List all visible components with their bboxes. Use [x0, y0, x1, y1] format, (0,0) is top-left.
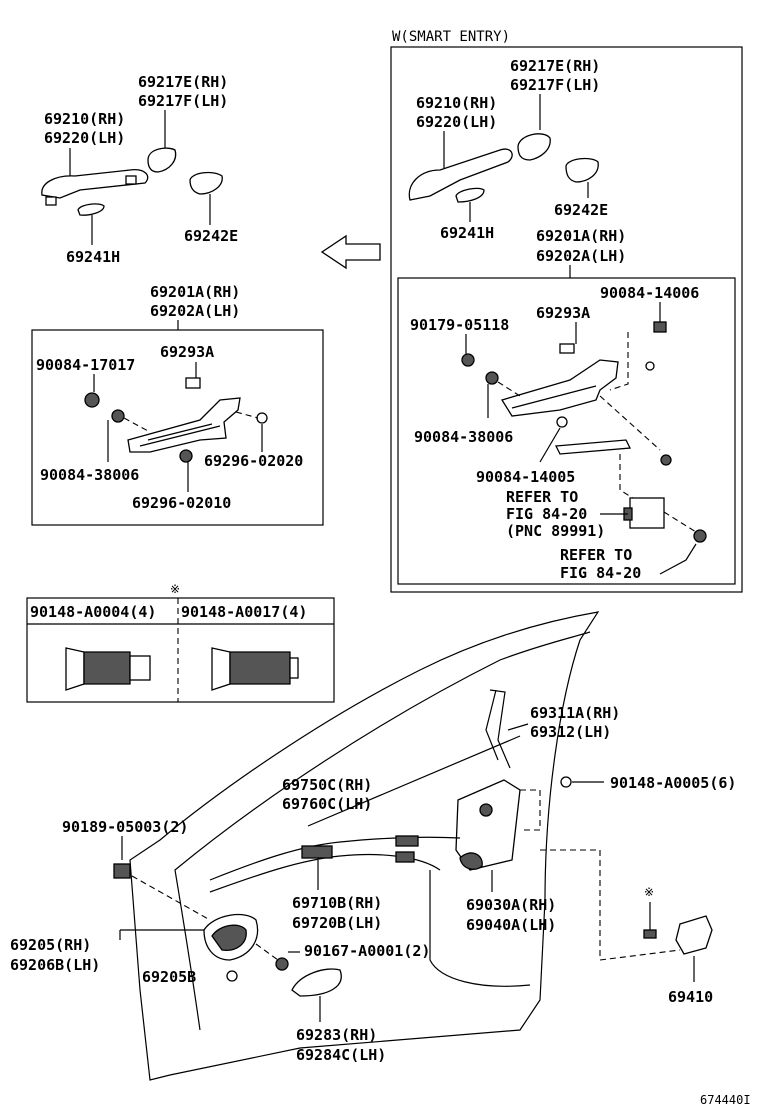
callout-69217-rh: 69217E(RH) [138, 73, 228, 91]
handle-pad-icon [77, 203, 105, 216]
callout-90084-38006-right: 90084-38006 [414, 428, 513, 446]
screw-box [26, 597, 335, 703]
refer-fig-84-20-line1: REFER TO [506, 488, 578, 506]
frame-detail-box [31, 329, 324, 526]
handle-cover-icon [147, 147, 177, 173]
callout-90189-05003: 90189-05003(2) [62, 818, 188, 836]
callout-69710b-rh: 69710B(RH) [292, 894, 382, 912]
callout-69201a-rh-right: 69201A(RH) [536, 227, 626, 245]
callout-69311a-rh: 69311A(RH) [530, 704, 620, 722]
door-panel-outline [129, 611, 600, 1081]
lock-cable-icon [209, 836, 461, 881]
arrow-left-icon [320, 234, 381, 270]
callout-69205-rh: 69205(RH) [10, 936, 91, 954]
screw-threads-b-icon [229, 651, 291, 685]
handle-bezel-icon [291, 968, 342, 997]
callout-90084-14006: 90084-14006 [600, 284, 699, 302]
outer-handle-icon [41, 169, 149, 199]
screw-threads-icon [83, 651, 131, 685]
left-frame-group: 69201A(RH) 69202A(LH) 69293A 90084-17017… [31, 283, 324, 526]
callout-90148-a0004: 90148-A0004(4) [30, 603, 156, 621]
smart-handle-cover-icon [517, 133, 551, 161]
screw-box-group: ※ 90148-A0004(4) 90148-A0017(4) [26, 582, 335, 703]
callout-69410: 69410 [668, 988, 713, 1006]
callout-69760c-lh: 69760C(LH) [282, 795, 372, 813]
smart-frame-detail-box [397, 277, 736, 585]
callout-69296-02020: 69296-02020 [204, 452, 303, 470]
callout-69217-lh: 69217F(LH) [138, 92, 228, 110]
callout-90084-14005: 90084-14005 [476, 468, 575, 486]
callout-90148-a0017: 90148-A0017(4) [181, 603, 307, 621]
callout-90148-a0005: 90148-A0005(6) [610, 774, 736, 792]
door-striker-icon [675, 915, 713, 955]
smart-handle-pad-icon [455, 187, 485, 203]
figure-id: 674440I [700, 1093, 751, 1107]
striker-note-mark: ※ [644, 885, 654, 899]
smart-entry-title: W(SMART ENTRY) [392, 29, 510, 45]
handle-gasket-icon [189, 171, 223, 195]
callout-69312-lh: 69312(LH) [530, 723, 611, 741]
door-lock-actuator-icon [629, 497, 665, 529]
callout-69242e-right: 69242E [554, 201, 608, 219]
lock-rod-icon [489, 689, 511, 769]
callout-69296-02010: 69296-02010 [132, 494, 231, 512]
door-lock-assembly-icon [455, 779, 521, 871]
callout-69206b-lh: 69206B(LH) [10, 956, 100, 974]
smart-frame-bracket-icon [500, 359, 619, 417]
callout-69283-rh: 69283(RH) [296, 1026, 377, 1044]
smart-entry-group: W(SMART ENTRY) 69217E(RH) 69217F(LH) 692… [390, 29, 743, 593]
smart-outer-handle-icon [408, 148, 513, 201]
smart-handle-gasket-icon [565, 157, 599, 183]
refer-fig-84-20b-line1: REFER TO [560, 546, 632, 564]
door-assembly-group: 69311A(RH) 69312(LH) 69750C(RH) 69760C(L… [10, 611, 736, 1081]
screw-note-mark: ※ [170, 582, 180, 596]
callout-69241h-right: 69241H [440, 224, 494, 242]
callout-90084-17017: 90084-17017 [36, 356, 135, 374]
callout-90167-a0001: 90167-A0001(2) [304, 942, 430, 960]
callout-69217f-lh-right: 69217F(LH) [510, 76, 600, 94]
refer-fig-84-20b-line2: FIG 84-20 [560, 564, 641, 582]
callout-69201a-rh: 69201A(RH) [150, 283, 240, 301]
smart-entry-box [390, 46, 743, 593]
callout-69284c-lh: 69284C(LH) [296, 1046, 386, 1064]
callout-69241h: 69241H [66, 248, 120, 266]
callout-90179-05118: 90179-05118 [410, 316, 509, 334]
refer-pnc-89991: (PNC 89991) [506, 522, 605, 540]
callout-69202a-lh-right: 69202A(LH) [536, 247, 626, 265]
refer-fig-84-20-line2: FIG 84-20 [506, 505, 587, 523]
screw-head-b-icon [211, 647, 231, 691]
callout-90084-38006-left: 90084-38006 [40, 466, 139, 484]
callout-69210-rh-right: 69210(RH) [416, 94, 497, 112]
callout-69217e-rh-right: 69217E(RH) [510, 57, 600, 75]
callout-69750c-rh: 69750C(RH) [282, 776, 372, 794]
grommet-icon [113, 863, 131, 879]
callout-69242e: 69242E [184, 227, 238, 245]
callout-69210-rh: 69210(RH) [44, 110, 125, 128]
callout-69040a-lh: 69040A(LH) [466, 916, 556, 934]
callout-69205b: 69205B [142, 968, 196, 986]
callout-69720b-lh: 69720B(LH) [292, 914, 382, 932]
callout-69293a-right: 69293A [536, 304, 590, 322]
left-handle-group: 69217E(RH) 69217F(LH) 69210(RH) 69220(LH… [41, 73, 381, 270]
callout-69030a-rh: 69030A(RH) [466, 896, 556, 914]
frame-bracket-icon [127, 397, 241, 453]
callout-69220-lh-right: 69220(LH) [416, 113, 497, 131]
screw-head-icon [65, 647, 85, 691]
callout-69202a-lh: 69202A(LH) [150, 302, 240, 320]
callout-69220-lh: 69220(LH) [44, 129, 125, 147]
nut-icon [84, 392, 100, 408]
callout-69293a: 69293A [160, 343, 214, 361]
handle-clip-icon [45, 196, 57, 206]
